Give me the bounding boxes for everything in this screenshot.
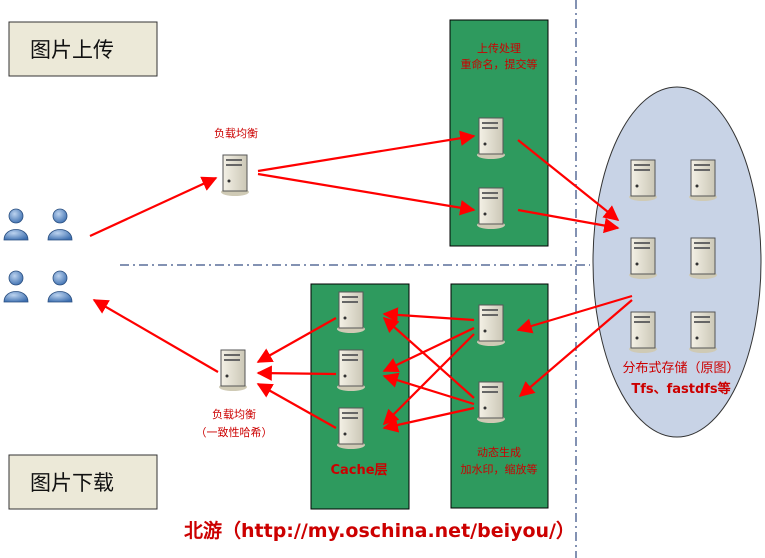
upload-server-2-icon	[476, 187, 506, 230]
lb-download-line1: 负载均衡	[212, 407, 256, 421]
cache-server-1-icon	[336, 291, 366, 334]
storage-line2: Tfs、fastdfs等	[631, 381, 730, 397]
cache-server-2-icon	[336, 349, 366, 392]
cache-layer-label: Cache层	[330, 463, 387, 478]
upload-label-box	[8, 21, 158, 77]
download-label-box	[8, 454, 158, 510]
storage-server-2-icon	[688, 159, 718, 202]
upload-process-line2: 重命名，提交等	[461, 57, 538, 71]
dynamic-gen-line2: 加水印，缩放等	[461, 462, 538, 476]
upload-process-line1: 上传处理	[477, 42, 521, 55]
storage-server-1-icon	[628, 159, 658, 202]
storage-server-5-icon	[628, 311, 658, 354]
storage-line1: 分布式存储（原图）	[622, 361, 739, 376]
arrows	[89, 130, 633, 433]
storage-server-4-icon	[688, 237, 718, 280]
cache-server-3-icon	[336, 407, 366, 450]
dynamic-server-2-icon	[476, 381, 506, 424]
dynamic-gen-line1: 动态生成	[477, 445, 521, 459]
storage-server-6-icon	[688, 311, 718, 354]
user-icons	[3, 208, 73, 303]
dynamic-server-1-icon	[476, 304, 506, 347]
lb-upload-server-icon	[220, 154, 250, 197]
storage-server-3-icon	[628, 237, 658, 280]
lb-download-server-icon	[218, 349, 248, 392]
lb-download-line2: （一致性哈希）	[196, 425, 273, 439]
upload-server-1-icon	[476, 117, 506, 160]
lb-upload-label: 负载均衡	[214, 126, 258, 140]
download-label: 图片下载	[30, 471, 114, 495]
footer-credit: 北游（http://my.oschina.net/beiyou/）	[184, 519, 575, 542]
upload-label: 图片上传	[30, 38, 114, 62]
